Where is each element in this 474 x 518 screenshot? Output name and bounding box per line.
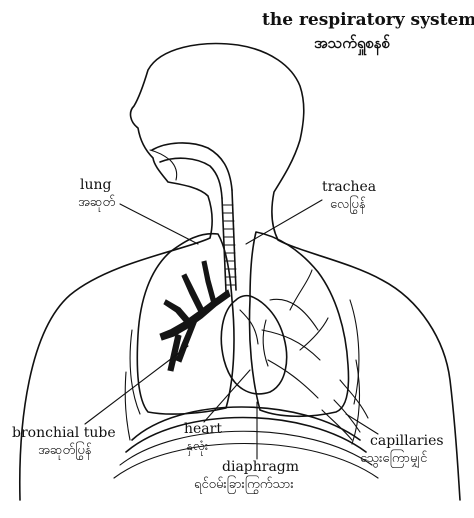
left-lung [136,232,235,415]
label-diaphragm: diaphragm [222,459,300,475]
leader-lung [119,203,199,245]
label-capillaries-myanmar: သွေးကြောမျှင် [360,451,428,466]
heart-organ [220,294,288,395]
label-capillaries: capillaries [370,433,444,449]
label-bronchial-tube-myanmar: အဆုတ်ပြွန် [38,443,92,458]
diaphragm-muscle [113,406,379,479]
diagram-title: the respiratory system [262,10,474,30]
body-outline [18,42,461,501]
label-trachea-myanmar: လေပြွန် [330,197,366,212]
upper-airway [151,142,233,199]
label-heart-myanmar: နှလုံး [186,439,209,454]
right-lung [248,231,350,418]
label-lung-myanmar: အဆုတ် [78,195,116,210]
leader-heart [203,369,251,423]
trachea-structure [221,189,237,293]
leader-bronchial-tube [84,345,189,425]
diagram-title-myanmar: အသက်ရှူစနစ် [314,34,391,52]
label-lung: lung [80,177,112,193]
leader-trachea [245,199,323,245]
bronchial-tree [159,260,231,372]
leader-capillaries [345,413,379,435]
leader-lines [84,199,379,460]
label-heart: heart [184,421,222,437]
label-bronchial-tube: bronchial tube [12,425,116,441]
label-trachea: trachea [322,179,377,195]
label-diaphragm-myanmar: ရင်ဝမ်းခြားကြွက်သား [194,477,294,492]
